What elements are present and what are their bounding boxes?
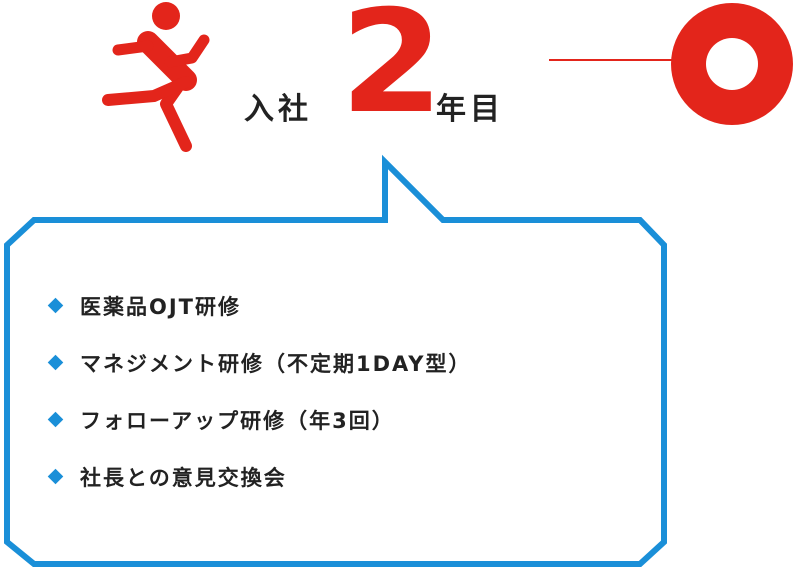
- list-item: フォローアップ研修（年3回）: [47, 406, 472, 436]
- diamond-bullet-icon: [47, 354, 64, 371]
- list-item: 社長との意見交換会: [47, 463, 472, 493]
- ring-marker-icon: [671, 3, 793, 125]
- year-number: 2: [340, 0, 444, 145]
- list-item-label: フォローアップ研修（年3回）: [80, 409, 395, 433]
- list-item: 医薬品OJT研修: [47, 292, 472, 322]
- diamond-bullet-icon: [47, 468, 64, 485]
- heading-prefix: 入社: [244, 92, 312, 127]
- speech-bubble: [3, 154, 667, 567]
- list-item-label: 医薬品OJT研修: [80, 295, 241, 319]
- list-item-label: マネジメント研修（不定期1DAY型）: [80, 352, 472, 376]
- diamond-bullet-icon: [47, 297, 64, 314]
- diamond-bullet-icon: [47, 411, 64, 428]
- running-person-icon: [102, 2, 210, 152]
- training-list: 医薬品OJT研修 マネジメント研修（不定期1DAY型） フォローアップ研修（年3…: [47, 292, 472, 520]
- year-heading: 入社 2 年目: [244, 0, 544, 140]
- timeline-line: [549, 59, 679, 61]
- list-item: マネジメント研修（不定期1DAY型）: [47, 349, 472, 379]
- heading-suffix: 年目: [436, 92, 504, 127]
- list-item-label: 社長との意見交換会: [80, 466, 287, 490]
